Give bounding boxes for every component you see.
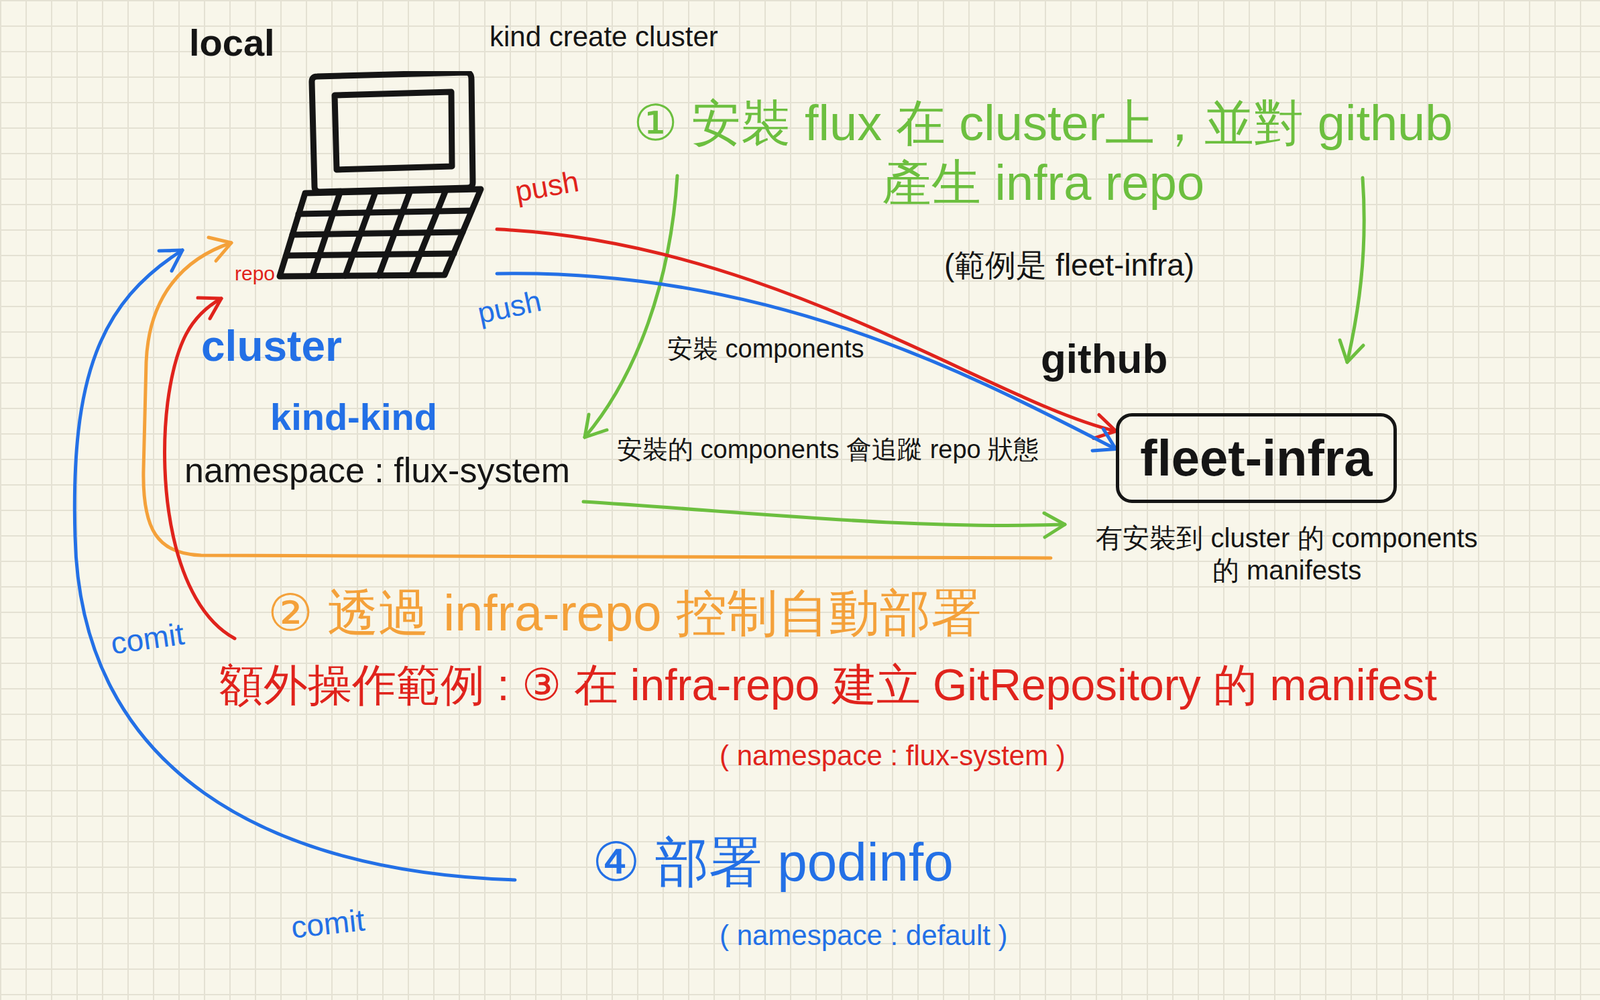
arrow-head (1339, 339, 1364, 363)
track-arrow (583, 501, 1065, 526)
place-title: local (189, 20, 275, 66)
repo-name: fleet-infra (1139, 427, 1374, 489)
cluster-name: kind-kind (270, 394, 438, 440)
repo-arrow (1347, 177, 1364, 363)
step-note: ① 安裝 flux 在 cluster上，並對 github 產生 infra … (612, 93, 1474, 214)
arrow-note: 安裝 components (667, 333, 865, 365)
place-title: github (1040, 333, 1168, 384)
repo-box: fleet-infra (1115, 413, 1397, 503)
example-note: (範例是 fleet-infra) (944, 246, 1195, 284)
commit-arrow (74, 250, 516, 880)
arrow-head (208, 237, 232, 261)
arrow-head (197, 297, 222, 319)
arrow-head (158, 250, 183, 271)
connector-line (496, 273, 1116, 450)
edge-label: push (512, 163, 582, 210)
push-connector (496, 273, 1116, 451)
laptop-drawing (275, 71, 497, 281)
place-title: cluster (201, 320, 342, 373)
namespace-note: ( namespace : default ) (719, 918, 1008, 953)
arrow-note: 安裝的 components 會追蹤 repo 狀態 (616, 434, 1039, 466)
arrow-note: repo (234, 261, 275, 286)
edge-label: push (474, 283, 545, 332)
step-note: ② 透過 infra-repo 控制自動部署 (267, 582, 982, 644)
repo-note: 有安裝到 cluster 的 components 的 manifests (1086, 521, 1488, 587)
arrow-head (1092, 429, 1116, 451)
arrow-head (584, 414, 607, 438)
step-note: ④ 部署 podinfo (592, 830, 954, 895)
namespace-note: ( namespace : flux-system ) (719, 738, 1066, 773)
deploy-arrow (143, 242, 1051, 558)
namespace-note: namespace : flux-system (184, 449, 570, 491)
arrow-note: comit (289, 901, 367, 946)
command-note: kind create cluster (489, 20, 719, 54)
laptop-illustration: local (275, 71, 497, 281)
step-note: 額外操作範例 : ③ 在 infra-repo 建立 GitRepository… (219, 658, 1438, 712)
arrow-head (1093, 414, 1116, 438)
arrow-head (1044, 512, 1065, 538)
install-arrow (584, 175, 678, 438)
arrow-note: comit (108, 615, 188, 663)
